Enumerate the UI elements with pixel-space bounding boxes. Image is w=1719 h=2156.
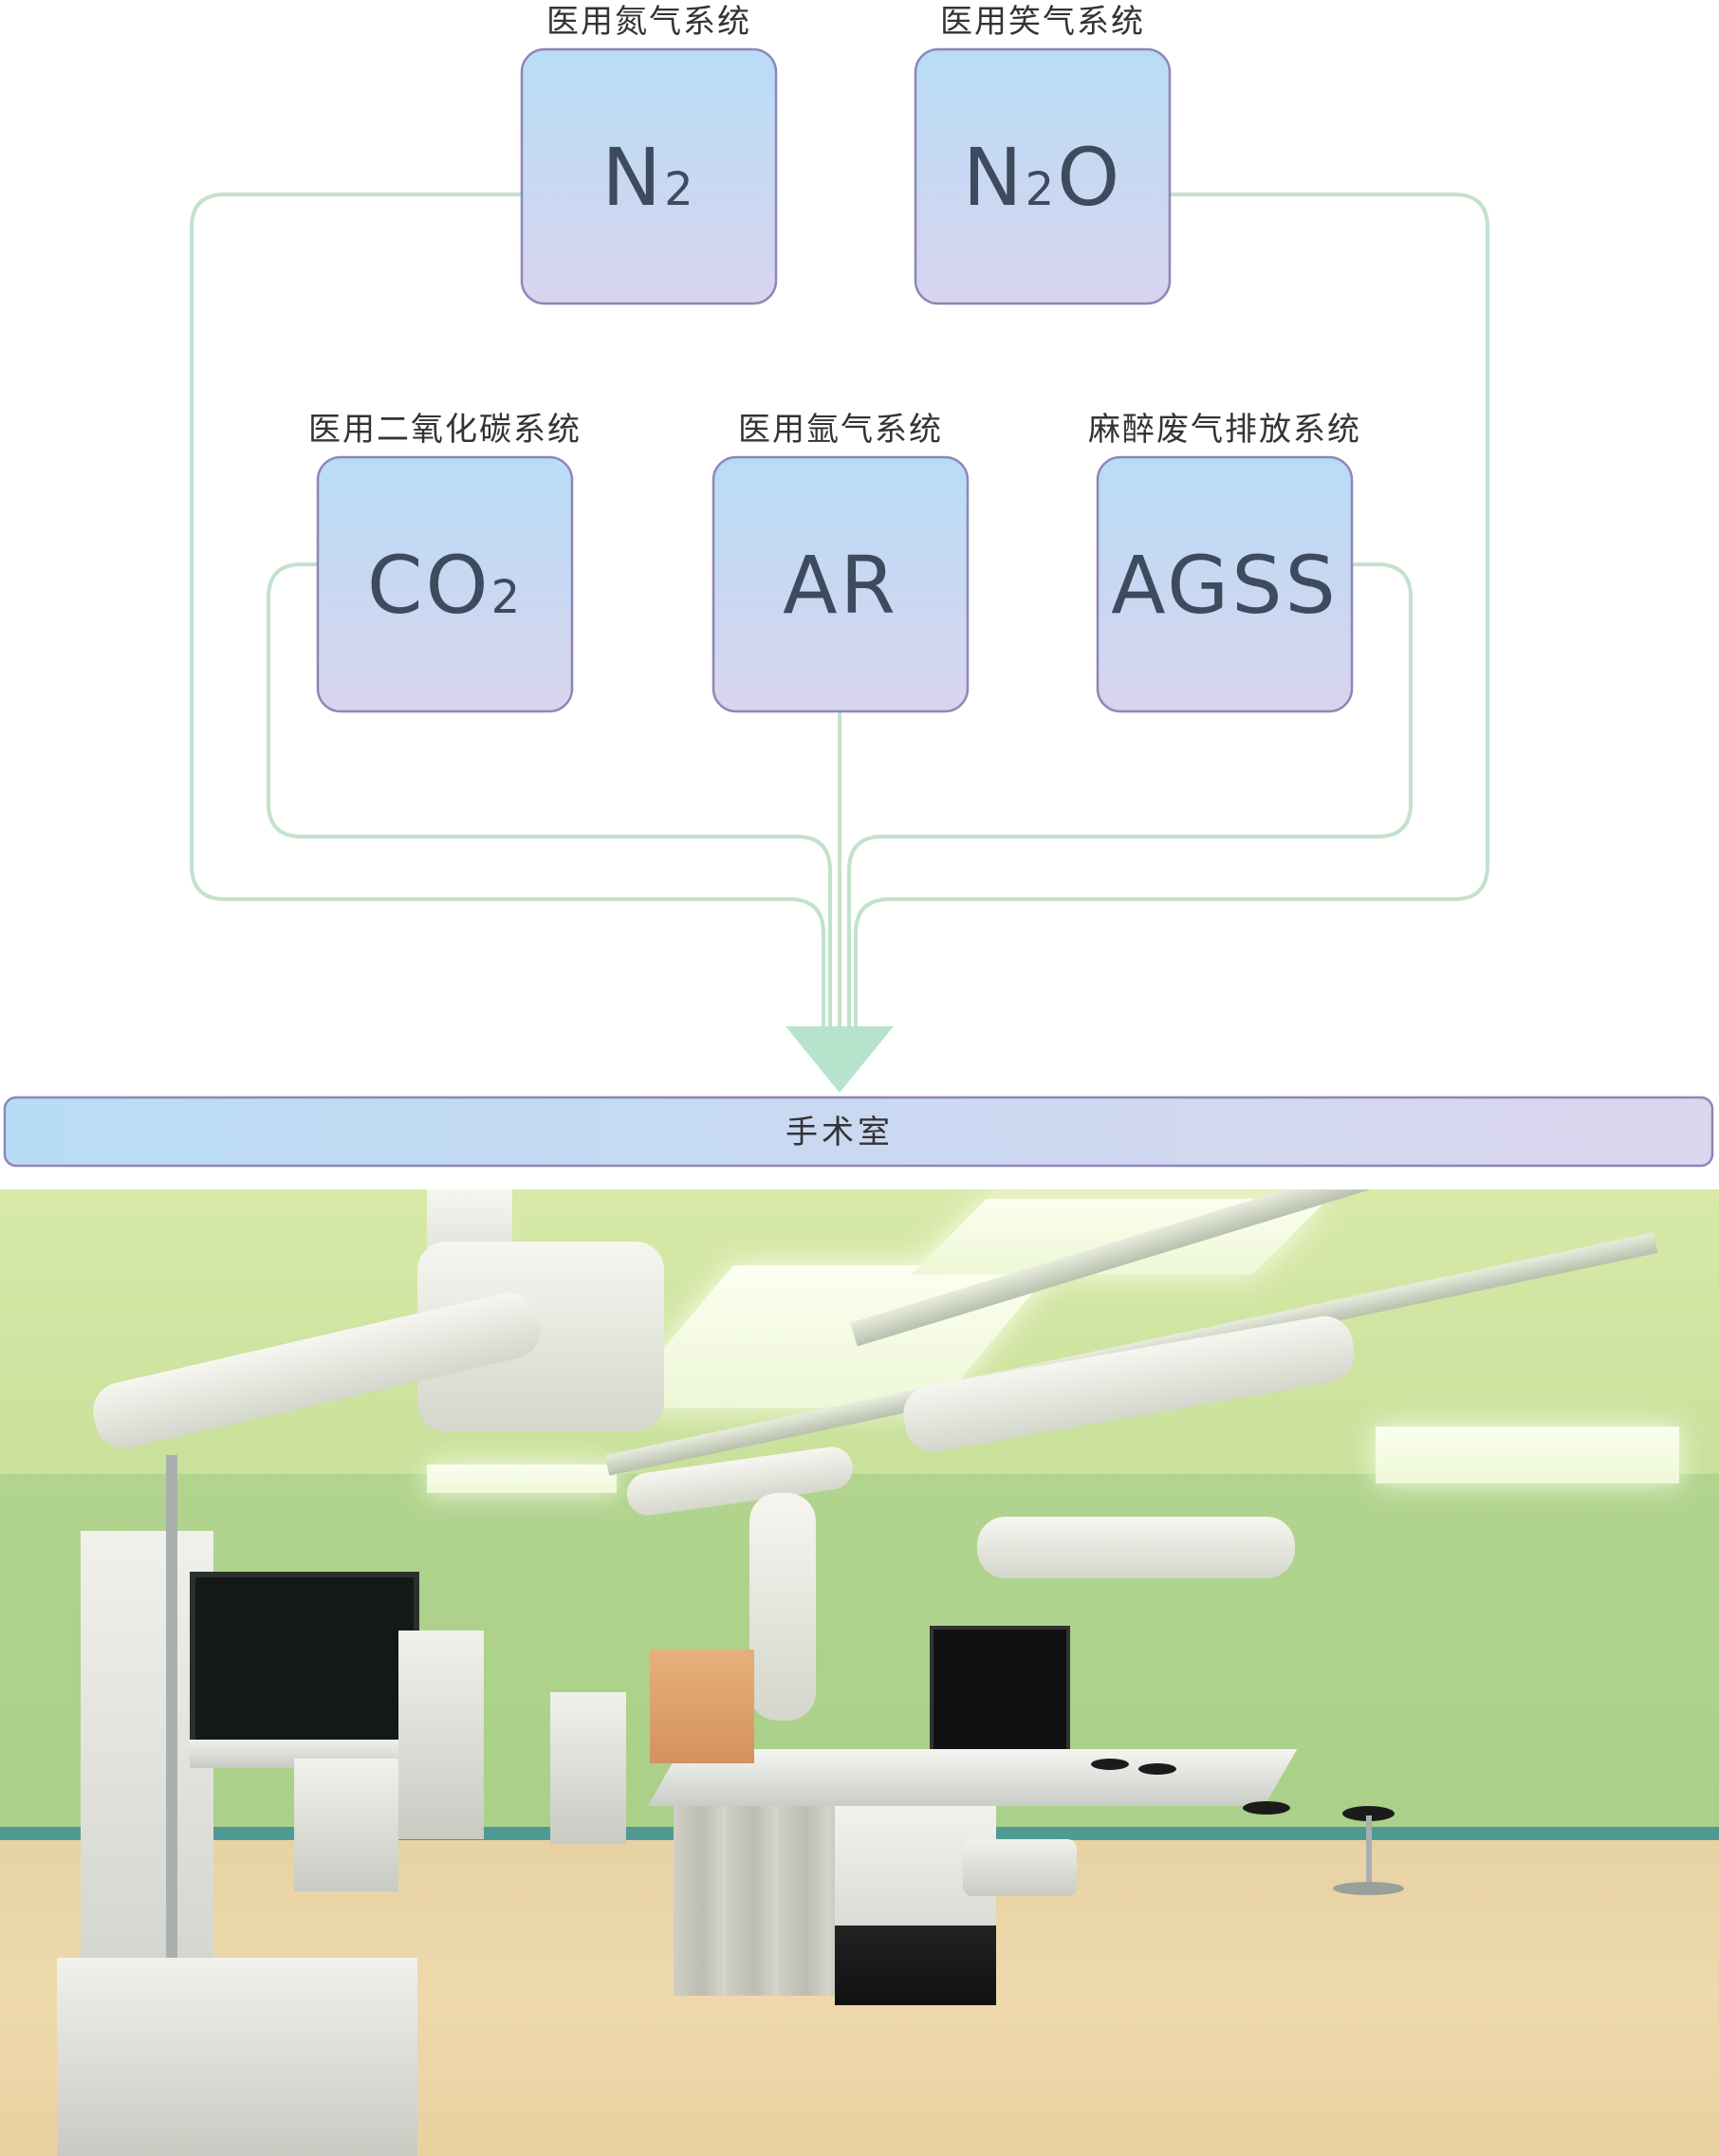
stool [1091, 1759, 1129, 1770]
down-arrow-icon [786, 1026, 894, 1093]
system-label: 医用笑气系统 [940, 3, 1145, 41]
system-box-frame [520, 47, 778, 305]
system-formula: N2O [963, 131, 1123, 224]
formula-subscript: 2 [491, 571, 524, 624]
connection-lines [190, 193, 1489, 1029]
stool [1342, 1806, 1395, 1821]
instrument-trolley [294, 1759, 398, 1891]
line-n2 [190, 193, 825, 1029]
storage-cabinet [398, 1631, 484, 1839]
system-box-n2o: 医用笑气系统 N2O [914, 3, 1172, 305]
ceiling-light [1376, 1427, 1679, 1483]
line-co2 [267, 562, 832, 1029]
stool [1243, 1801, 1290, 1815]
system-label: 医用氮气系统 [546, 3, 751, 41]
formula-subscript: 2 [1026, 163, 1058, 216]
stool-post [1366, 1815, 1372, 1887]
formula-main: CO [367, 539, 491, 632]
system-formula: CO2 [367, 539, 523, 632]
system-label: 麻醉废气排放系统 [1088, 411, 1361, 449]
system-label: 医用氩气系统 [738, 411, 943, 449]
display-monitor [930, 1626, 1070, 1761]
system-box-agss: 麻醉废气排放系统 AGSS [1088, 411, 1361, 713]
operating-room-label: 手术室 [786, 1114, 894, 1152]
formula-main: AR [783, 539, 898, 632]
medical-cart [550, 1692, 626, 1844]
operating-room-bar: 手术室 [3, 1096, 1714, 1168]
line-n2o [854, 193, 1489, 1029]
line-agss [847, 562, 1413, 1029]
stool-base [1333, 1882, 1404, 1895]
operating-room-photo [0, 1189, 1719, 2156]
formula-tail: O [1057, 131, 1122, 224]
ceiling-light [427, 1465, 617, 1493]
stool [1138, 1763, 1176, 1775]
formula-main: N [601, 131, 664, 224]
system-box-frame [914, 47, 1172, 305]
system-formula: AGSS [1111, 539, 1339, 632]
formula-subscript: 2 [664, 163, 696, 216]
mavig-arm [977, 1517, 1295, 1578]
system-formula: AR [783, 539, 898, 632]
side-table [57, 1958, 417, 2156]
system-label: 医用二氧化碳系统 [308, 411, 582, 449]
formula-main: AGSS [1111, 539, 1339, 632]
system-box-ar: 医用氩气系统 AR [712, 411, 970, 713]
operating-table-base [835, 1806, 996, 2005]
system-box-frame [1096, 455, 1354, 713]
control-panel [963, 1839, 1077, 1896]
system-box-frame [712, 455, 970, 713]
system-formula: N2 [601, 131, 695, 224]
formula-main: N [963, 131, 1026, 224]
system-box-frame [316, 455, 574, 713]
system-box-co2: 医用二氧化碳系统 CO2 [308, 411, 582, 713]
orange-chair [650, 1649, 754, 1763]
gas-supply-diagram: 医用氮气系统N2医用笑气系统N2O医用二氧化碳系统CO2医用氩气系统AR麻醉废气… [3, 3, 1714, 1168]
system-box-n2: 医用氮气系统 N2 [520, 3, 778, 305]
philips-monitor [190, 1572, 419, 1749]
c-arm-body [749, 1493, 816, 1721]
system-boxes: 医用氮气系统N2医用笑气系统N2O医用二氧化碳系统CO2医用氩气系统AR麻醉废气… [308, 3, 1361, 713]
